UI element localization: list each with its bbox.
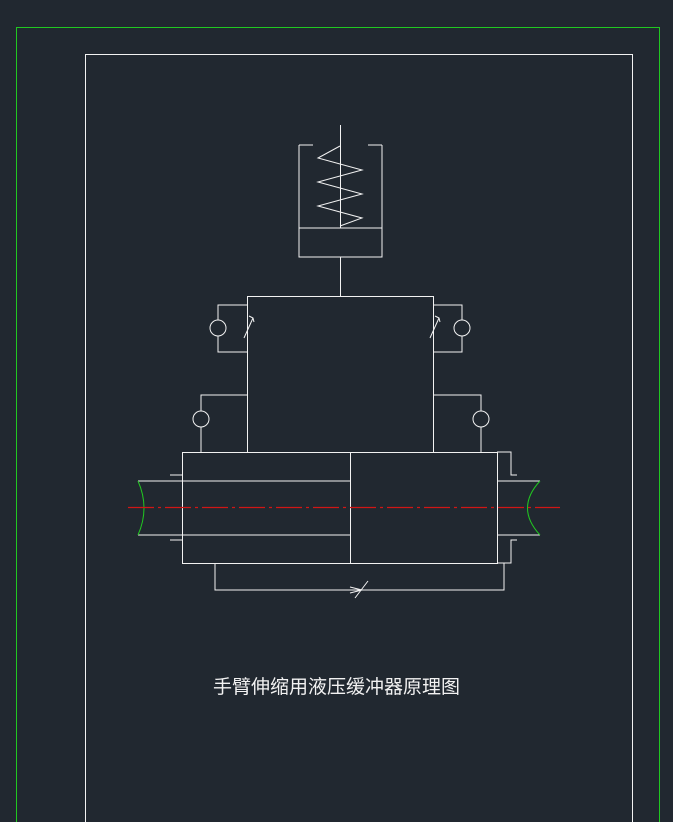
upper-right-check-throttle [429, 304, 471, 353]
lower-right-check-valve [433, 394, 490, 452]
valve-block [247, 296, 434, 453]
bypass-throttle-line [214, 563, 505, 599]
spring-zigzag [316, 145, 364, 227]
outer-drawing-frame [16, 27, 660, 822]
diagram-caption: 手臂伸缩用液压缓冲器原理图 [212, 676, 460, 698]
lower-left-check-valve [192, 394, 247, 452]
inner-drawing-frame [85, 54, 633, 822]
spring-accumulator [298, 125, 383, 296]
upper-left-check-throttle [209, 304, 255, 353]
